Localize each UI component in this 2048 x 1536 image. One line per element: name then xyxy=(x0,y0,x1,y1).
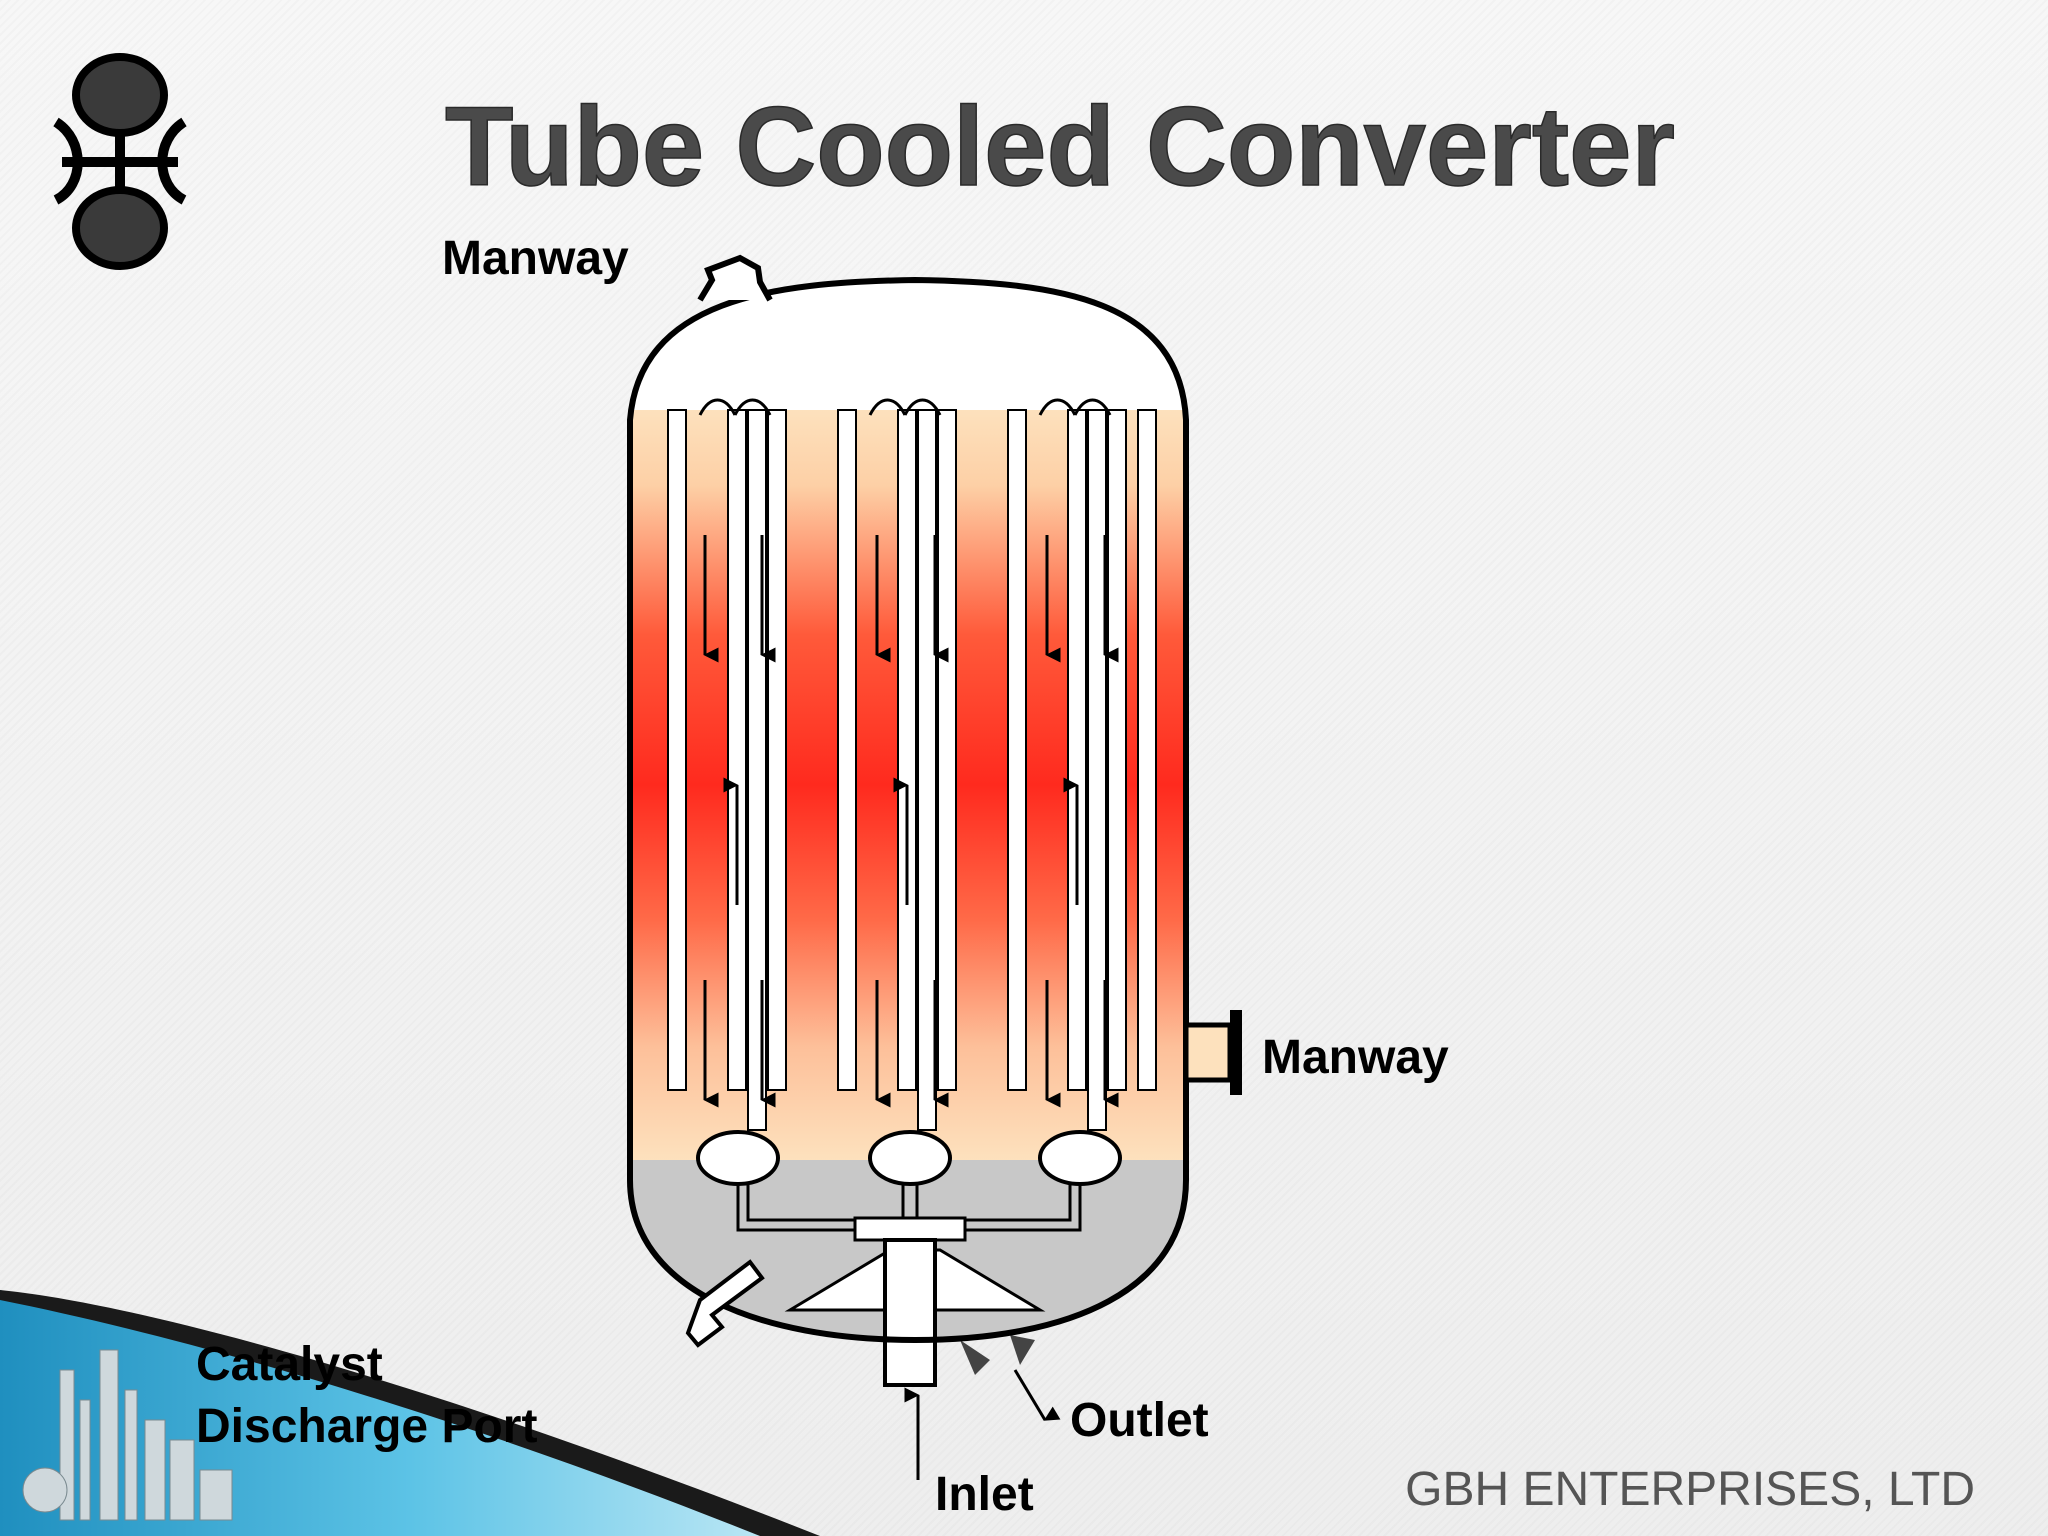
inlet-pipe xyxy=(883,1238,937,1387)
label-inlet: Inlet xyxy=(935,1468,1034,1521)
label-outlet: Outlet xyxy=(1070,1394,1209,1447)
outlet-nozzles xyxy=(960,1335,1035,1375)
label-manway-side: Manway xyxy=(1262,1031,1449,1084)
outlet-arrow xyxy=(1013,1369,1061,1421)
page-title: Tube Cooled Converter xyxy=(445,84,1675,209)
label-manway-top: Manway xyxy=(442,232,629,285)
label-catalyst-line1: Catalyst xyxy=(196,1338,383,1391)
converter-vessel xyxy=(627,254,1242,1387)
inlet-manifold xyxy=(736,1184,1082,1232)
manifold-flange xyxy=(853,1216,967,1242)
gbh-logo-icon xyxy=(53,53,187,270)
catalyst-discharge-port xyxy=(685,1259,765,1348)
label-catalyst-line2: Discharge Port xyxy=(196,1400,537,1453)
refinery-skyline-icon xyxy=(22,1349,233,1521)
footer-band xyxy=(0,1290,820,1536)
tube-headers xyxy=(696,1130,1122,1186)
company-name: GBH ENTERPRISES, LTD xyxy=(1405,1463,1975,1516)
flow-arrows xyxy=(703,535,1119,1108)
tube-top-returns xyxy=(698,398,1112,416)
vessel-outline xyxy=(627,276,1189,1344)
side-manway-nozzle xyxy=(1183,1010,1242,1095)
cooling-tubes xyxy=(667,409,1157,1131)
top-manway-nozzle xyxy=(697,254,773,302)
